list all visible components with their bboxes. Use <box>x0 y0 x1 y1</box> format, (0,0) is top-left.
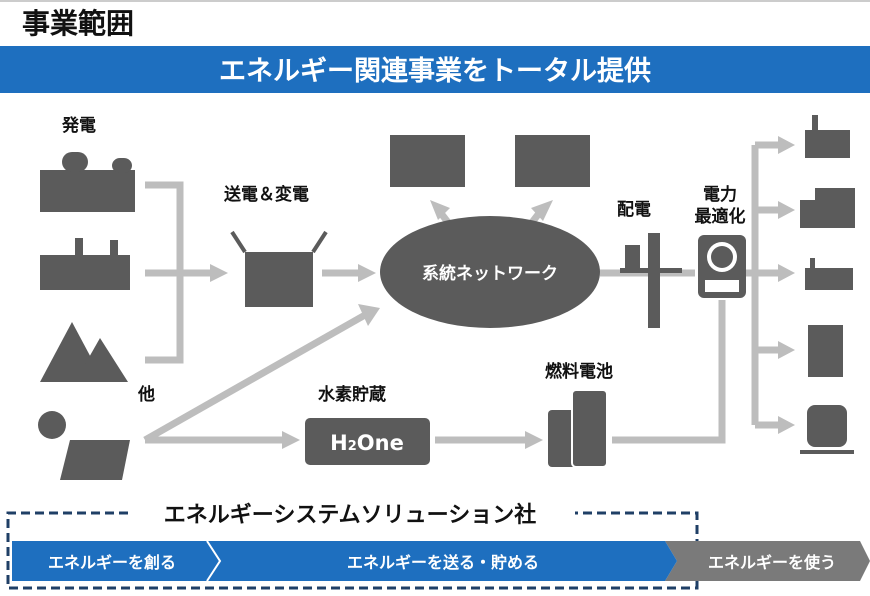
flow-arrows <box>143 136 795 449</box>
label-generation: 発電 <box>61 115 96 136</box>
flow-step-send-store: エネルギーを送る・貯める <box>347 553 539 572</box>
label-other: 他 <box>137 384 155 405</box>
label-transmission: 送電＆変電 <box>224 184 309 205</box>
factory-plant-icon <box>40 238 130 290</box>
label-optimization-2: 最適化 <box>695 206 746 227</box>
flow-bar-blue <box>12 541 677 581</box>
flow-step-use <box>665 541 870 581</box>
label-distribution: 配電 <box>617 200 651 220</box>
page-title: 事業範囲 <box>22 7 134 40</box>
transformer-icon <box>230 230 328 307</box>
smart-meter-icon <box>698 235 746 298</box>
network-label: 系統ネットワーク <box>422 263 558 284</box>
company-label: エネルギーシステムソリューション社 <box>164 502 536 528</box>
office-buildings-icon <box>800 188 855 228</box>
company-scope-outline <box>6 511 699 590</box>
industrial-plant-icon <box>805 258 853 290</box>
label-optimization-1: 電力 <box>703 184 737 205</box>
utility-pole-icon <box>620 233 682 328</box>
tower-building-icon <box>808 325 843 377</box>
label-hydrogen: 水素貯蔵 <box>318 384 386 405</box>
train-icon <box>800 405 854 454</box>
banner <box>0 46 870 93</box>
flow-step-use-label: エネルギーを使う <box>708 553 836 572</box>
flow-divider <box>206 540 222 582</box>
building-icon <box>390 135 465 187</box>
h2one-system <box>305 418 430 465</box>
flow-step-create: エネルギーを創る <box>48 553 176 572</box>
label-fuel-cell: 燃料電池 <box>545 361 613 382</box>
hydro-mountain-icon <box>40 322 128 382</box>
fuel-cell-icon <box>548 389 608 468</box>
h2one-label: H2One <box>330 431 404 455</box>
power-plant-icon <box>40 152 135 212</box>
grid-network-node <box>380 216 600 328</box>
factory-icon <box>805 115 850 158</box>
building-icon <box>515 135 590 187</box>
solar-panel-icon <box>38 411 130 480</box>
banner-text: エネルギー関連事業をトータル提供 <box>219 56 651 87</box>
